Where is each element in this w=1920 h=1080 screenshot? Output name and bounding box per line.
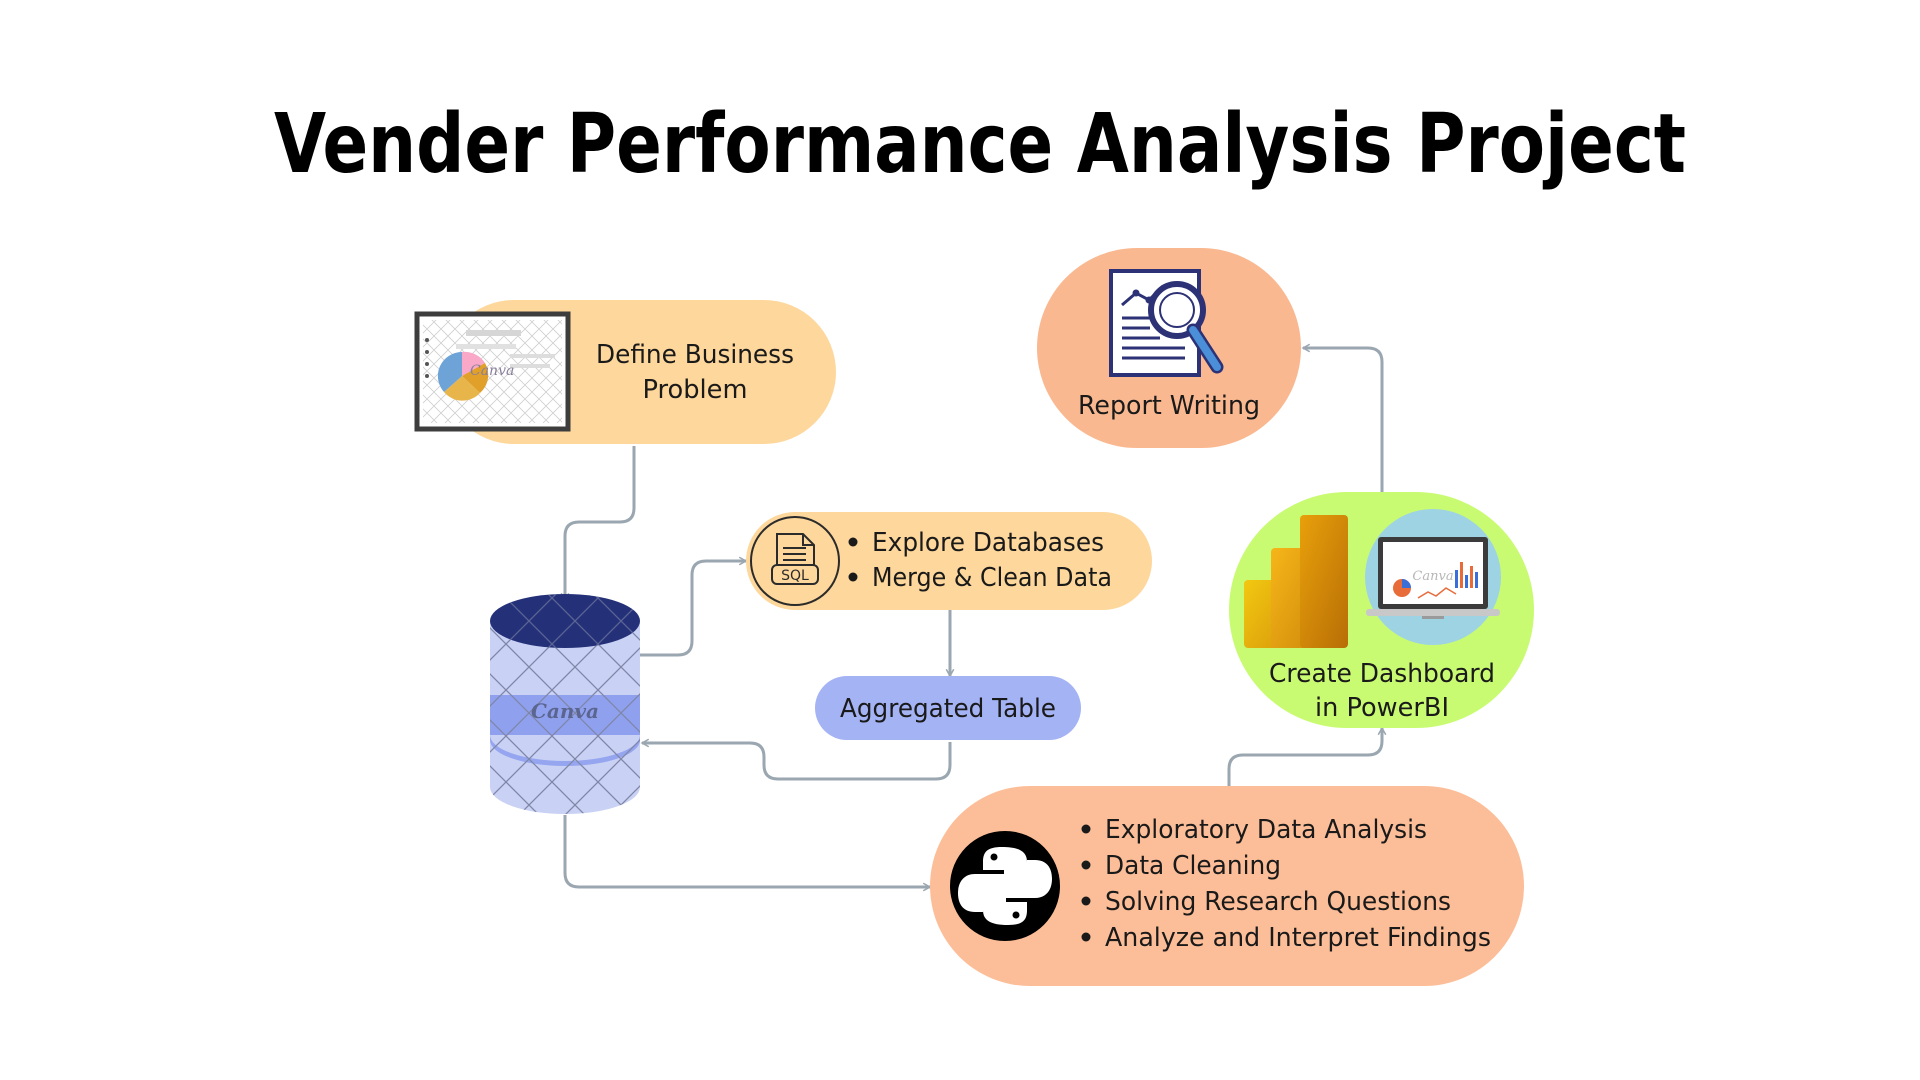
powerbi-logo-icon	[1244, 515, 1348, 648]
laptop-dashboard-icon: Canva	[1365, 509, 1501, 645]
connectors	[565, 348, 1382, 887]
sql-file-icon: SQL	[750, 516, 840, 606]
python-bullet-2: Data Cleaning	[1105, 851, 1281, 881]
presentation-board-watermark: Canva	[470, 363, 514, 379]
bullet-dot	[1081, 860, 1091, 870]
dashboard-line-1: Create Dashboard	[1269, 659, 1495, 689]
explore-sql-bullet-2: Merge & Clean Data	[872, 563, 1112, 593]
laptop-watermark: Canva	[1412, 569, 1453, 584]
define-problem-line-2: Problem	[643, 375, 748, 405]
python-bullet-1: Exploratory Data Analysis	[1105, 815, 1427, 845]
python-bullet-4: Analyze and Interpret Findings	[1105, 923, 1491, 953]
bullet-dot	[1081, 824, 1091, 834]
connector-dashboard-to-report	[1303, 348, 1384, 492]
node-define-business-problem: Canva Define Business Problem	[414, 300, 836, 444]
bullet-dot	[848, 537, 858, 547]
connector-database-to-python	[563, 815, 930, 887]
explore-sql-bullet-list: Explore Databases Merge & Clean Data	[848, 528, 1112, 593]
page-title: Vender Performance Analysis Project	[274, 97, 1686, 192]
aggregated-table-label: Aggregated Table	[840, 694, 1056, 724]
sql-icon-text: SQL	[781, 568, 809, 584]
node-dashboard-powerbi: Canva Create Dashboard in PowerBI	[1229, 492, 1534, 728]
connector-python-to-dashboard	[1227, 728, 1382, 787]
dashboard-line-2: in PowerBI	[1315, 693, 1449, 723]
connector-database-to-sql	[640, 561, 746, 657]
bullet-dot	[1081, 932, 1091, 942]
report-magnifier-icon	[1109, 269, 1224, 377]
bullet-dot	[848, 572, 858, 582]
report-writing-label: Report Writing	[1078, 391, 1260, 421]
node-explore-sql: SQL Explore Databases Merge & Clean Data	[746, 512, 1152, 610]
node-report-writing: Report Writing	[1037, 248, 1301, 448]
connector-aggregated-to-database	[642, 742, 952, 781]
bullet-dot	[1081, 896, 1091, 906]
database-watermark: Canva	[531, 699, 599, 723]
define-problem-line-1: Define Business	[596, 340, 794, 370]
node-aggregated-table: Aggregated Table	[815, 676, 1081, 740]
explore-sql-bullet-1: Explore Databases	[872, 528, 1104, 558]
python-bullet-list: Exploratory Data Analysis Data Cleaning …	[1081, 815, 1491, 953]
node-aggregated-table-bg	[815, 676, 1081, 740]
presentation-board-icon: Canva	[414, 311, 571, 432]
database-cylinder-icon: Canva	[490, 594, 640, 814]
python-bullet-3: Solving Research Questions	[1105, 887, 1451, 917]
node-explore-sql-bg	[746, 512, 1152, 610]
connector-problem-to-database	[565, 446, 636, 600]
python-logo-icon	[950, 831, 1060, 941]
node-python-analysis-bg	[930, 786, 1524, 986]
node-python-analysis: Exploratory Data Analysis Data Cleaning …	[930, 786, 1524, 986]
node-database: Canva	[490, 594, 640, 814]
